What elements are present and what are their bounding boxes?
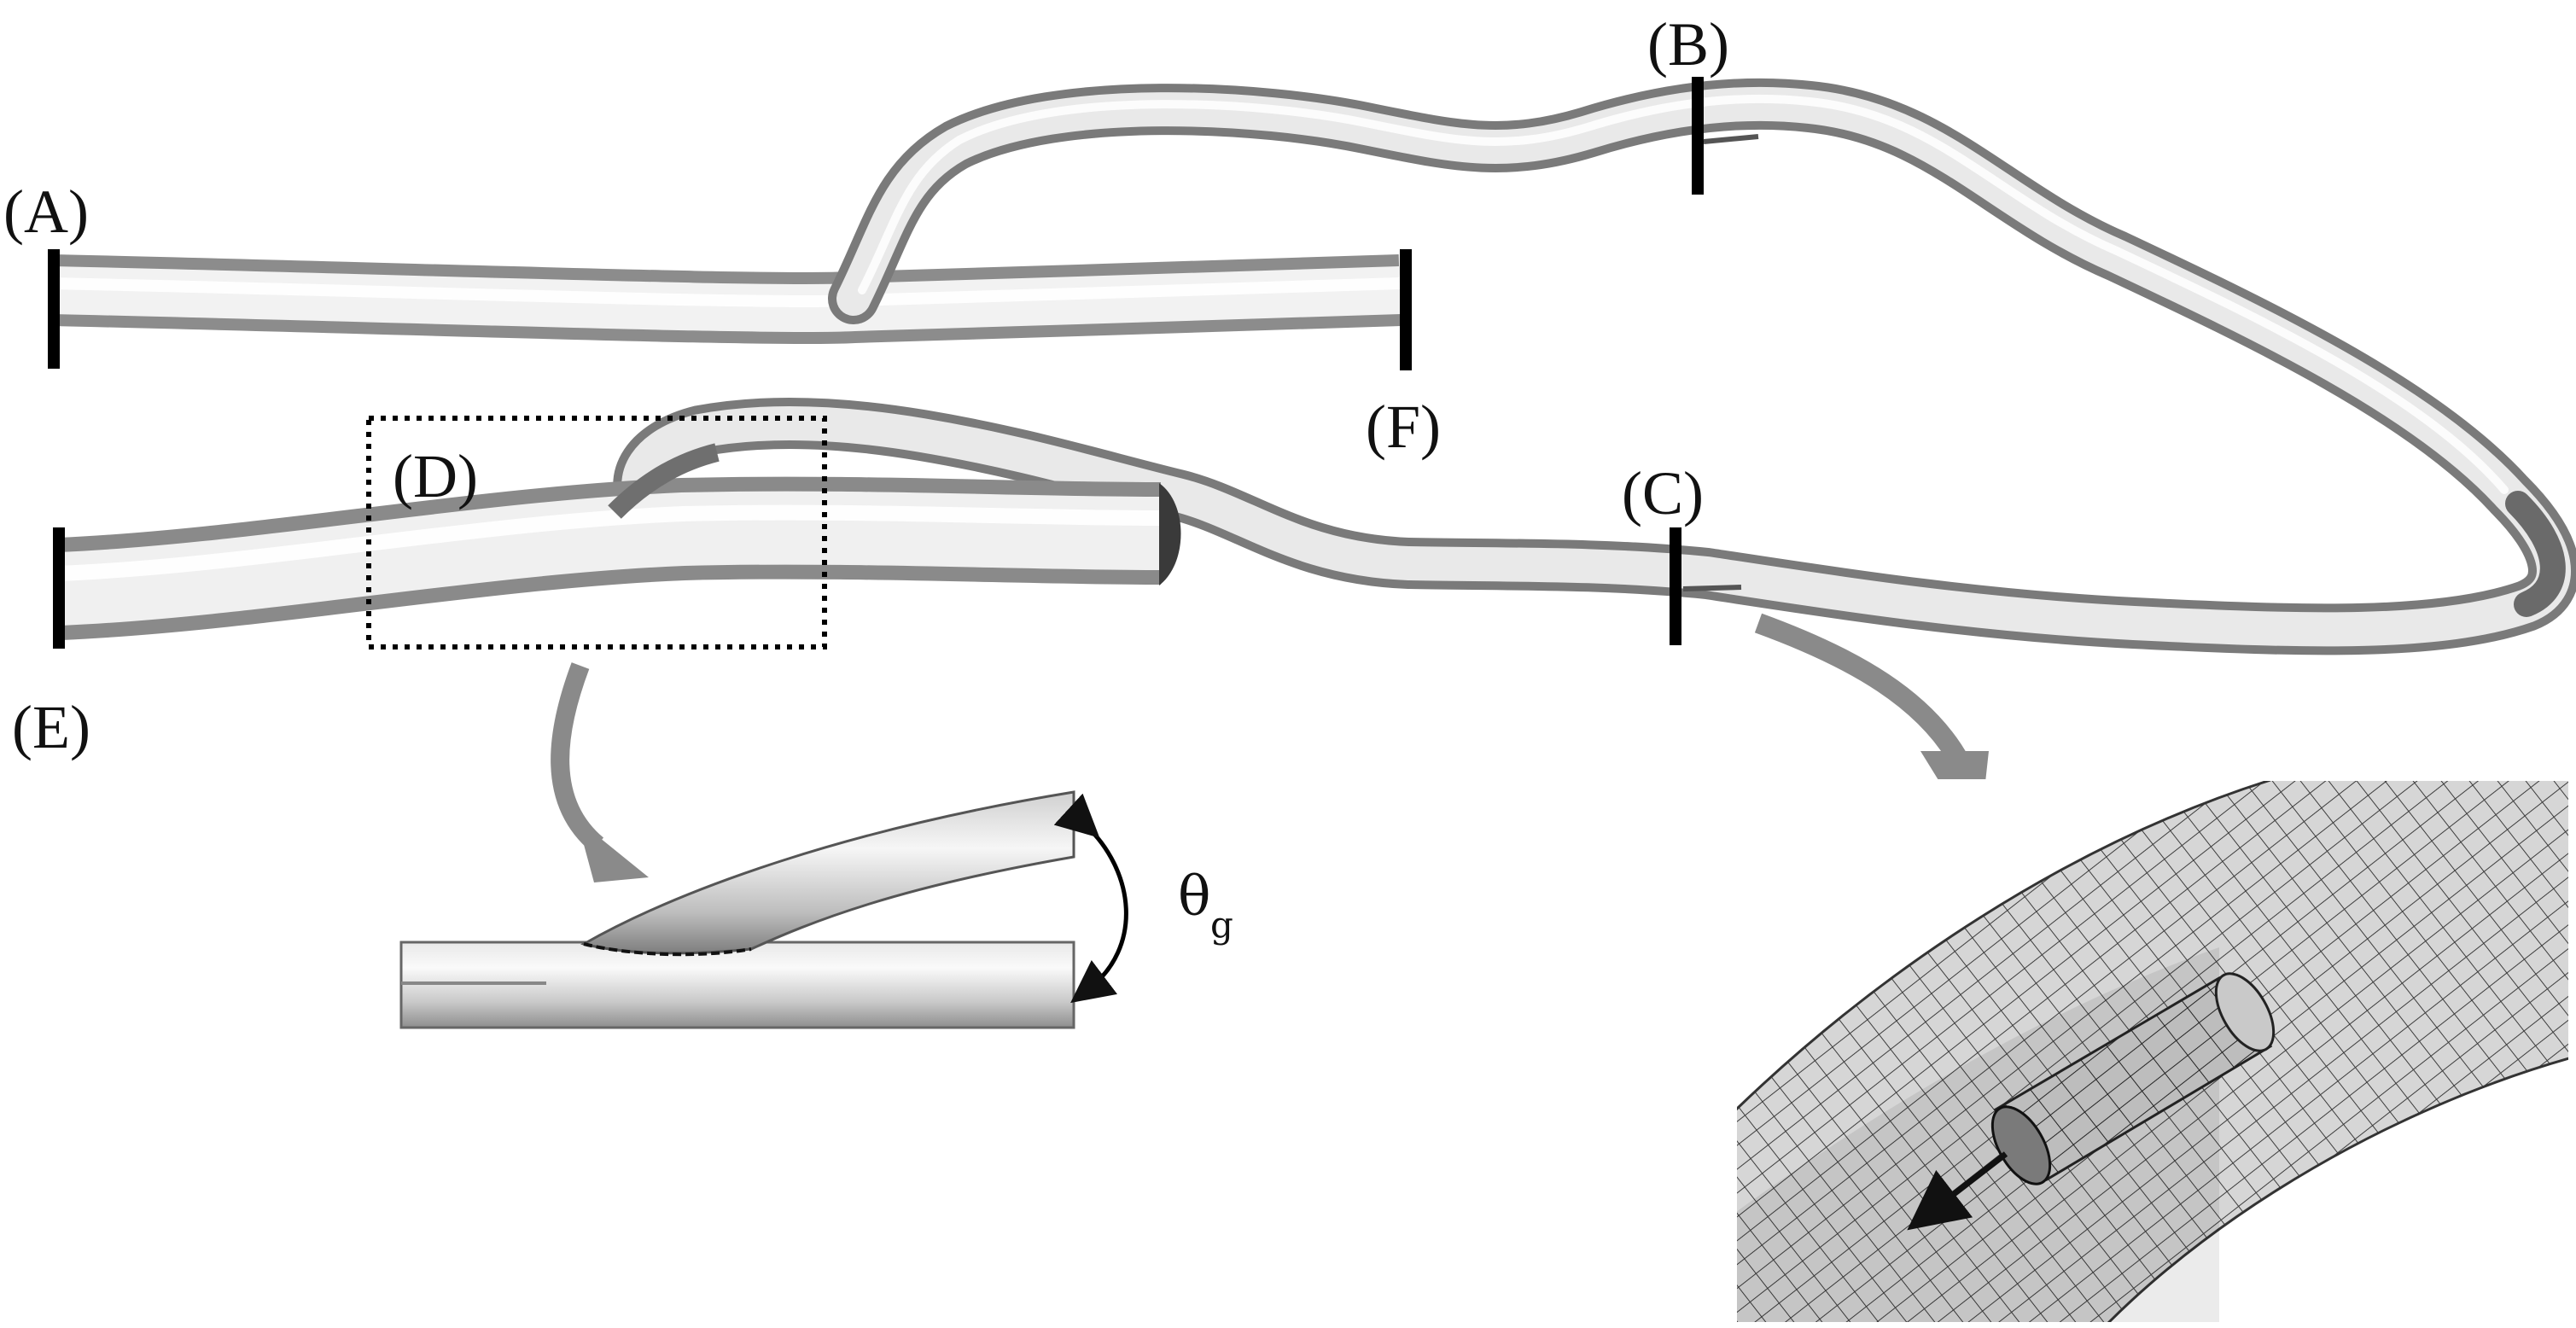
arrow-to-anastomosis-detail (551, 662, 649, 882)
label-F: (F) (1366, 393, 1441, 461)
mesh-detail (1735, 779, 2570, 1324)
flow-direction-arrow (1907, 1151, 2008, 1231)
marker-E (53, 527, 65, 649)
label-D: (D) (393, 442, 478, 510)
section-markers (48, 77, 1759, 649)
lower-artery (57, 443, 1181, 640)
graft-angle-indicator: θ g (1053, 793, 1233, 1004)
bypass-graft-tube (613, 78, 2576, 655)
upper-artery (52, 254, 1402, 344)
catheter-cylinder (1990, 972, 2276, 1185)
theta-symbol: θ (1178, 865, 1211, 929)
theta-subscript: g (1210, 904, 1233, 946)
detail-box-D (366, 416, 827, 649)
marker-B (1692, 77, 1704, 195)
marker-F (1400, 249, 1412, 370)
marker-C (1670, 527, 1681, 645)
label-B: (B) (1647, 10, 1729, 79)
label-C: (C) (1622, 459, 1704, 527)
marker-A (48, 249, 60, 369)
anastomosis-detail (399, 790, 1075, 1029)
label-E: (E) (12, 693, 90, 761)
label-A: (A) (3, 178, 89, 246)
